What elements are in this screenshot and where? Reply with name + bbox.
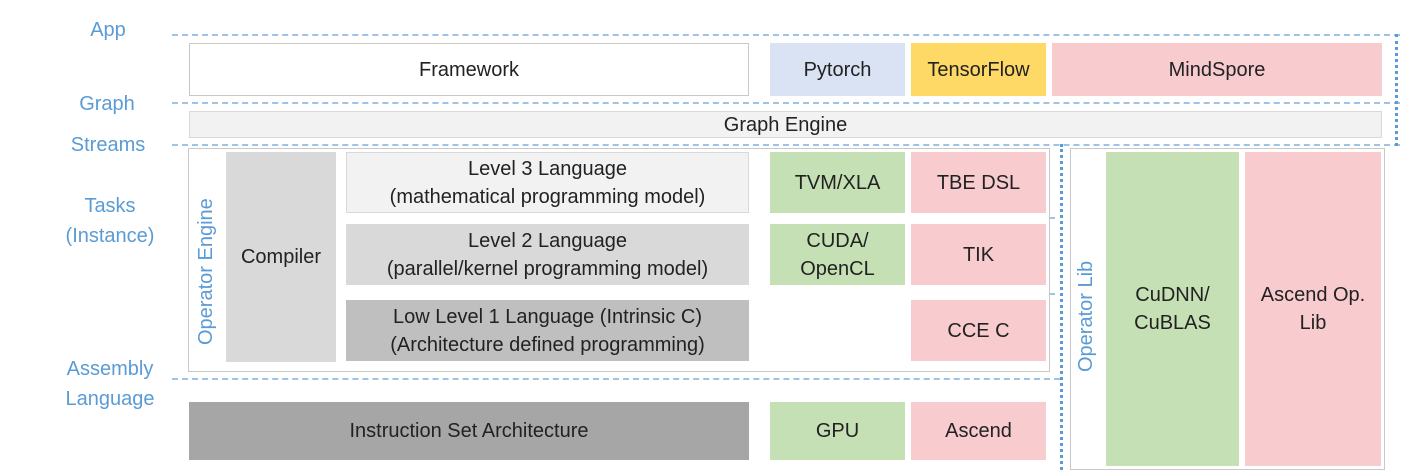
tensorflow-box: TensorFlow (911, 43, 1046, 96)
level-label-assembly: Assembly Language (65, 358, 155, 410)
level-label-tasks: Tasks (Instance) (65, 195, 155, 247)
tbe-dsl-box: TBE DSL (911, 152, 1046, 213)
ascend-op-lib-box: Ascend Op. Lib (1245, 152, 1381, 466)
separator-vertical-oplib (1060, 144, 1063, 470)
ascend-box: Ascend (911, 402, 1046, 460)
compiler-box: Compiler (226, 152, 336, 362)
tik-box: TIK (911, 224, 1046, 285)
pytorch-box: Pytorch (770, 43, 905, 96)
operator-engine-label: Operator Engine (195, 198, 217, 345)
level2-language-box: Level 2 Language (parallel/kernel progra… (346, 224, 749, 285)
mindspore-box: MindSpore (1052, 43, 1382, 96)
gpu-box: GPU (770, 402, 905, 460)
separator-streams (172, 144, 1400, 146)
framework-box: Framework (189, 43, 749, 96)
level-label-graph: Graph (79, 93, 135, 115)
level3-language-box: Level 3 Language (mathematical programmi… (346, 152, 749, 213)
level-label-app: App (90, 19, 126, 41)
level-label-streams: Streams (70, 134, 146, 156)
separator-graph (172, 102, 1400, 104)
level1-language-box: Low Level 1 Language (Intrinsic C) (Arch… (346, 300, 749, 361)
tvm-xla-box: TVM/XLA (770, 152, 905, 213)
separator-assembly (172, 378, 1060, 380)
graph-engine-box: Graph Engine (189, 111, 1382, 138)
separator-app (172, 34, 1400, 36)
cce-c-box: CCE C (911, 300, 1046, 361)
cuda-opencl-box: CUDA/ OpenCL (770, 224, 905, 285)
isa-box: Instruction Set Architecture (189, 402, 749, 460)
separator-vertical-right (1395, 34, 1398, 146)
cudnn-cublas-box: CuDNN/ CuBLAS (1106, 152, 1239, 466)
operator-lib-label: Operator Lib (1075, 260, 1097, 372)
